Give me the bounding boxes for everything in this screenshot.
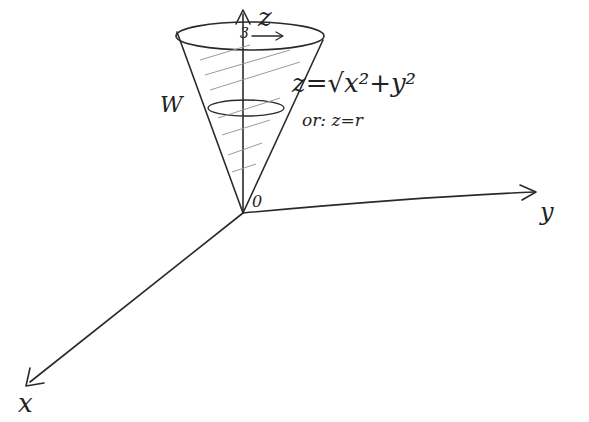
cone-equation-polar: or: z=r <box>302 112 363 129</box>
origin-label: 0 <box>252 194 262 210</box>
cone-sides <box>177 32 323 213</box>
y-axis <box>243 192 535 213</box>
shading <box>200 45 300 172</box>
y-arrowhead <box>520 185 536 200</box>
cone-rim <box>176 22 324 50</box>
radius-arrowhead <box>276 32 283 40</box>
z-axis <box>242 14 244 213</box>
radius-value: 3 <box>240 26 249 40</box>
axis-label: y <box>540 200 554 224</box>
x-arrowhead <box>26 368 44 386</box>
cross-section <box>208 100 284 116</box>
axis-label: x <box>18 390 33 416</box>
region-label: W <box>160 94 183 116</box>
x-axis <box>30 213 243 382</box>
axis-label: z <box>258 4 272 30</box>
radius-line <box>252 35 282 36</box>
cone-equation: z=√x²+y² <box>292 70 416 96</box>
